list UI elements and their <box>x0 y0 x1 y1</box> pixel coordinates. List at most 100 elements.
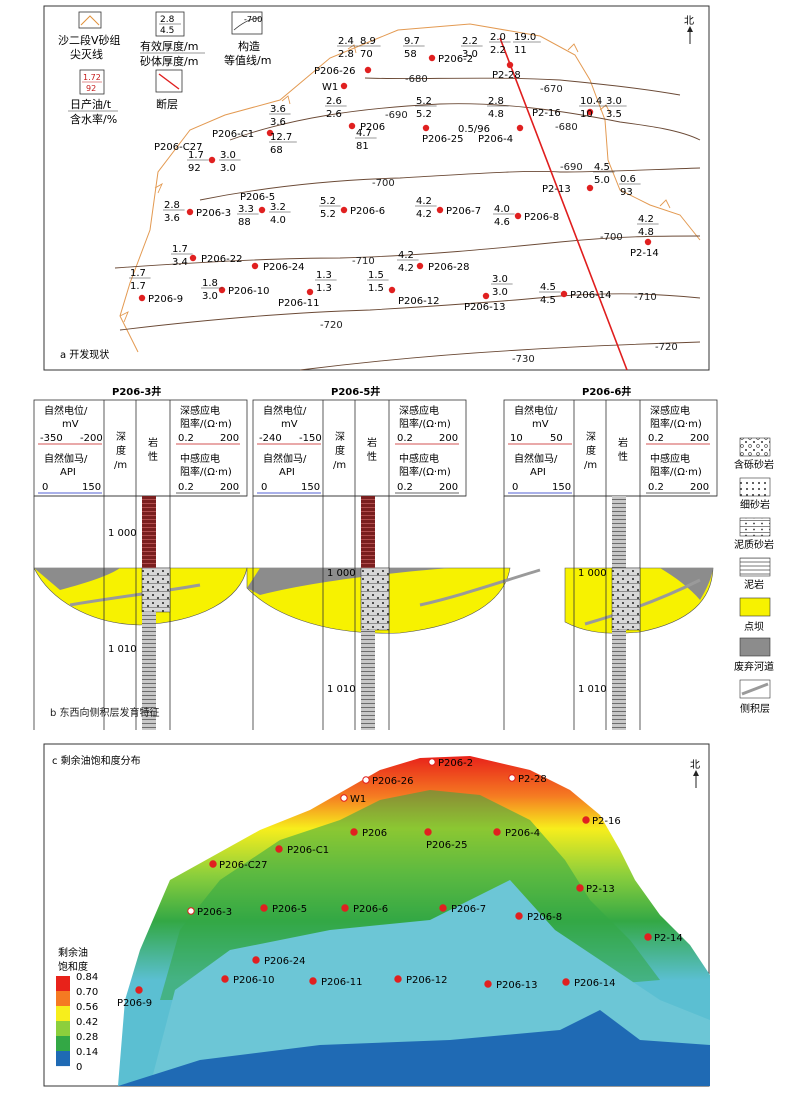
well-marker[interactable] <box>515 912 523 920</box>
well-marker[interactable] <box>562 978 570 986</box>
well-marker[interactable] <box>436 206 444 214</box>
legend-fine-sandstone: 细砂岩 <box>740 498 770 511</box>
well-marker[interactable] <box>189 254 197 262</box>
well-marker[interactable] <box>394 975 402 983</box>
lithology-header: 岩 <box>367 436 377 449</box>
saturation-legend: 剩余油 饱和度 0.840.700.560.420.280.140 <box>56 946 98 1073</box>
well-marker[interactable] <box>514 212 522 220</box>
well-marker[interactable] <box>516 124 524 132</box>
lithology-mudstone-lower <box>361 630 375 730</box>
well-value-top: 4.5 <box>540 282 556 293</box>
well-extra-value-bottom: 70 <box>360 49 373 60</box>
well-marker[interactable] <box>252 956 260 964</box>
well-label: P206-24 <box>264 956 305 967</box>
panel-b-legend: 含砾砂岩 细砂岩 泥质砂岩 泥岩 点坝 废弃河道 侧积层 <box>734 437 774 715</box>
well-value-bottom: 3.0 <box>492 287 508 298</box>
well-value-bottom: 4.2 <box>416 209 432 220</box>
well-marker[interactable] <box>186 208 194 216</box>
well-marker[interactable] <box>439 904 447 912</box>
deep-range-min: 0.2 <box>178 433 194 444</box>
well-label: P206-10 <box>228 286 269 297</box>
lithology-mudstone-lower <box>142 612 156 730</box>
well-marker[interactable] <box>258 206 266 214</box>
mid-range-max: 200 <box>439 482 458 493</box>
contour-label: -710 <box>352 256 375 267</box>
well-label: P206-24 <box>263 262 304 273</box>
well-marker[interactable] <box>644 238 652 246</box>
well-value-top: 1.5 <box>368 270 384 281</box>
well-marker[interactable] <box>306 288 314 296</box>
well-value-top: 1.7 <box>130 268 146 279</box>
well-marker[interactable] <box>422 124 430 132</box>
well-marker[interactable] <box>428 758 436 766</box>
legend-point-bar: 点坝 <box>744 621 764 633</box>
well-marker[interactable] <box>218 286 226 294</box>
well-marker[interactable] <box>251 262 259 270</box>
well-marker[interactable] <box>644 933 652 941</box>
well-marker[interactable] <box>362 776 370 784</box>
well-label: P206-12 <box>406 975 447 986</box>
gr-unit: API <box>530 467 546 478</box>
well-marker[interactable] <box>350 828 358 836</box>
contour-label: -720 <box>320 320 343 331</box>
well-marker[interactable] <box>340 794 348 802</box>
well-marker[interactable] <box>364 66 372 74</box>
well-marker[interactable] <box>482 292 490 300</box>
well-marker[interactable] <box>428 54 436 62</box>
sp-label: 自然电位/ <box>514 404 558 417</box>
depth-tick: 1 010 <box>327 684 356 695</box>
well-marker[interactable] <box>586 184 594 192</box>
contour-label: -720 <box>655 342 678 353</box>
well-marker[interactable] <box>221 975 229 983</box>
depth-tick: 1 010 <box>578 684 607 695</box>
well-marker[interactable] <box>266 129 274 137</box>
mid-resistivity-unit: 阻率/(Ω·m) <box>650 465 702 478</box>
legend-prod-sample-top: 1.72 <box>83 73 101 82</box>
well-marker[interactable] <box>508 774 516 782</box>
well-marker[interactable] <box>138 294 146 302</box>
legend-sand-thickness: 砂体厚度/m <box>140 54 198 68</box>
well-marker[interactable] <box>416 262 424 270</box>
well-marker[interactable] <box>341 904 349 912</box>
gr-label: 自然伽马/ <box>44 452 88 465</box>
well-marker[interactable] <box>506 61 514 69</box>
well-marker[interactable] <box>493 828 501 836</box>
well-marker[interactable] <box>576 884 584 892</box>
sp-range-max: -200 <box>80 433 103 444</box>
well-marker[interactable] <box>187 907 195 915</box>
well-marker[interactable] <box>275 845 283 853</box>
well-label: P206-4 <box>505 828 540 839</box>
well-marker[interactable] <box>586 108 594 116</box>
well-label: P206-13 <box>464 302 505 313</box>
well-marker[interactable] <box>260 904 268 912</box>
well-label: P206-5 <box>272 904 307 915</box>
well-marker[interactable] <box>560 290 568 298</box>
well-marker[interactable] <box>388 286 396 294</box>
legend-color-step <box>56 1051 70 1066</box>
well-marker[interactable] <box>582 816 590 824</box>
well-label: P206-3 <box>196 208 231 219</box>
well-marker[interactable] <box>209 860 217 868</box>
well-marker[interactable] <box>348 122 356 130</box>
legend-gravel-sandstone: 含砾砂岩 <box>734 458 774 471</box>
well-value-top: 4.2 <box>398 250 414 261</box>
well-marker[interactable] <box>208 156 216 164</box>
well-marker[interactable] <box>309 977 317 985</box>
well-marker[interactable] <box>135 986 143 994</box>
gr-label: 自然伽马/ <box>263 452 307 465</box>
panel-c-caption: c 剩余油饱和度分布 <box>52 754 141 767</box>
well-label: P206-4 <box>478 134 513 145</box>
north-arrow-c-icon: 北 <box>690 759 700 788</box>
deep-resistivity-unit: 阻率/(Ω·m) <box>180 417 232 430</box>
well-marker[interactable] <box>484 980 492 988</box>
well-label: P206-13 <box>496 980 537 991</box>
legend-contour-label-2: 等值线/m <box>224 53 271 67</box>
well-marker[interactable] <box>340 206 348 214</box>
well-marker[interactable] <box>340 82 348 90</box>
lateral-layer-3 <box>584 578 701 626</box>
mid-range-min: 0.2 <box>397 482 413 493</box>
well-value-top: 3.0 <box>492 274 508 285</box>
well-marker[interactable] <box>424 828 432 836</box>
deep-resistivity-label: 深感应电 <box>399 404 439 417</box>
